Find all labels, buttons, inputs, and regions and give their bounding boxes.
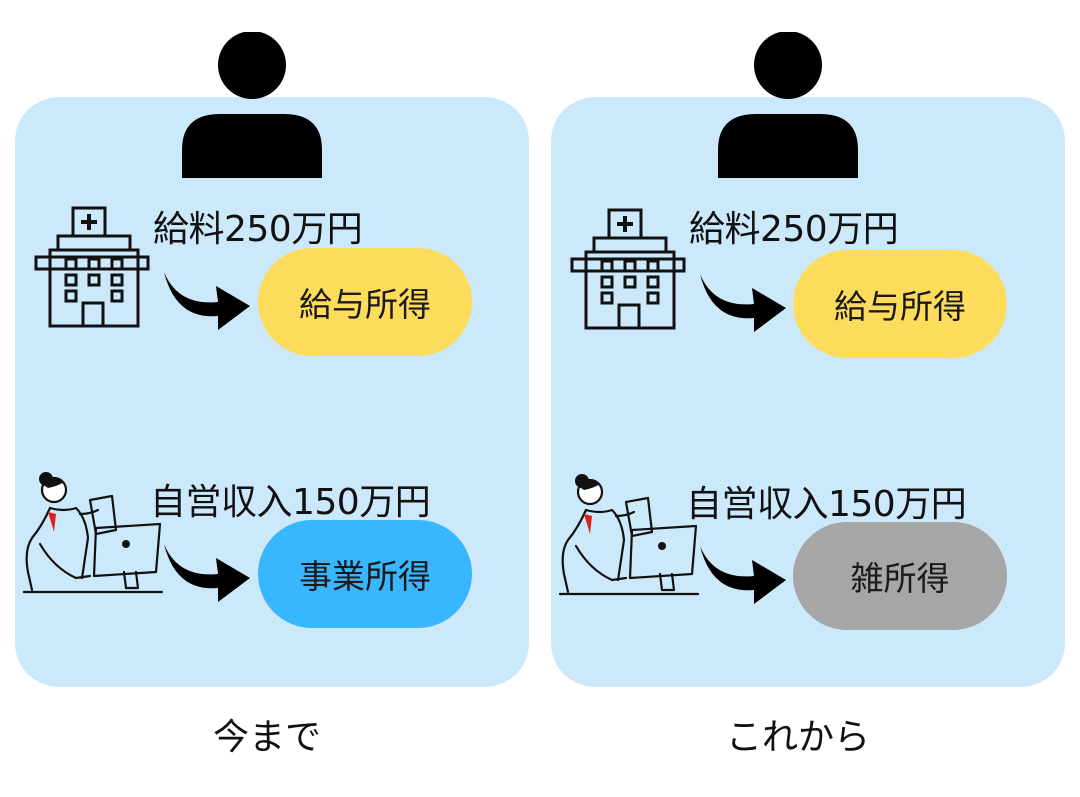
salary-income-label: 給料250万円 (153, 209, 363, 250)
business-income-label: 自営収入150万円 (150, 482, 431, 523)
person-icon (182, 32, 322, 178)
salary-income-pill: 給与所得 (793, 250, 1007, 358)
hospital-icon (570, 208, 686, 330)
caption-before: 今まで (212, 717, 321, 758)
caption-after: これから (725, 717, 870, 758)
salary-income-label: 給料250万円 (689, 209, 899, 250)
curved-arrow-icon (164, 272, 250, 330)
business-income-pill: 雑所得 (793, 522, 1007, 630)
business-income-pill: 事業所得 (258, 520, 472, 628)
office-worker-icon (22, 472, 164, 594)
curved-arrow-icon (700, 274, 786, 332)
salary-income-pill: 給与所得 (258, 248, 472, 356)
hospital-icon (34, 206, 150, 328)
person-icon (718, 32, 858, 178)
office-worker-icon (558, 474, 700, 596)
business-income-label: 自営収入150万円 (686, 484, 967, 525)
curved-arrow-icon (164, 544, 250, 602)
curved-arrow-icon (700, 546, 786, 604)
